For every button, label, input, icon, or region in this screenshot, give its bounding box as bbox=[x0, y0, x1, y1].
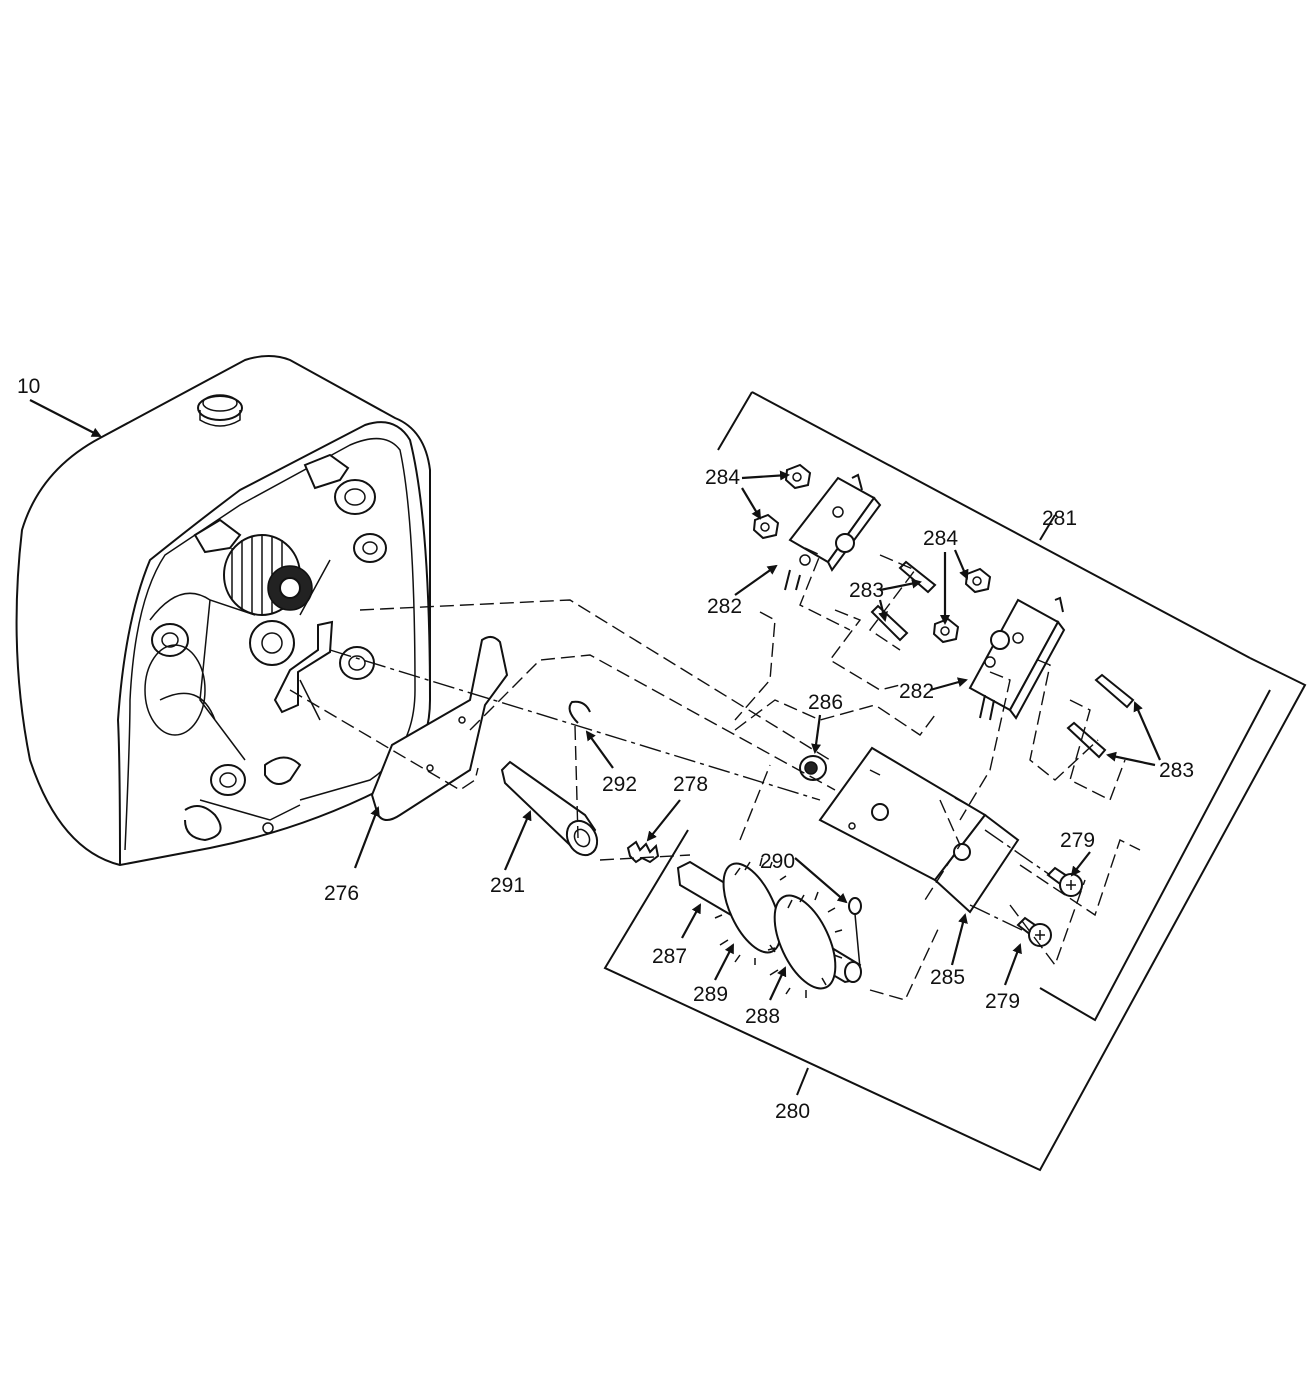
callout-290: 290 bbox=[760, 850, 795, 873]
callout-289: 289 bbox=[693, 983, 728, 1006]
assembly-lines bbox=[289, 547, 1141, 1001]
spring bbox=[626, 840, 660, 864]
callout-284-right: 284 bbox=[923, 527, 958, 550]
callout-282-upper: 282 bbox=[707, 595, 742, 618]
callout-288: 288 bbox=[745, 1005, 780, 1028]
callout-280: 280 bbox=[775, 1100, 810, 1123]
callout-287: 287 bbox=[652, 945, 687, 968]
callout-285: 285 bbox=[930, 966, 965, 989]
drive-shaft bbox=[500, 760, 599, 857]
callout-291: 291 bbox=[490, 874, 525, 897]
callout-286: 286 bbox=[808, 691, 843, 714]
housing bbox=[15, 355, 431, 867]
micro-switch-upper bbox=[784, 473, 882, 591]
callout-284-left: 284 bbox=[705, 466, 740, 489]
disc-shaft bbox=[676, 857, 862, 998]
callout-279-upper: 279 bbox=[1060, 829, 1095, 852]
callout-282-lower: 282 bbox=[899, 680, 934, 703]
leader-arrows bbox=[29, 399, 1162, 1096]
e-clip bbox=[848, 897, 862, 915]
retaining-clip bbox=[568, 700, 591, 724]
gasket bbox=[370, 636, 509, 821]
mounting-plate bbox=[273, 620, 334, 714]
callout-labels: 10 276 278 279 279 280 281 282 282 283 2… bbox=[17, 375, 1194, 1123]
callout-279-lower: 279 bbox=[985, 990, 1020, 1013]
switch-bracket bbox=[818, 746, 1020, 914]
callout-276: 276 bbox=[324, 882, 359, 905]
hex-nuts bbox=[752, 463, 992, 644]
bushing bbox=[799, 755, 827, 781]
micro-switch-lower bbox=[968, 596, 1066, 721]
callout-283-left: 283 bbox=[849, 579, 884, 602]
callout-278: 278 bbox=[673, 773, 708, 796]
bracket-screws bbox=[1016, 866, 1083, 947]
group-brackets bbox=[603, 391, 1307, 1172]
callout-281: 281 bbox=[1042, 507, 1077, 530]
callout-292: 292 bbox=[602, 773, 637, 796]
callout-10: 10 bbox=[17, 375, 40, 398]
callout-283-right: 283 bbox=[1159, 759, 1194, 782]
